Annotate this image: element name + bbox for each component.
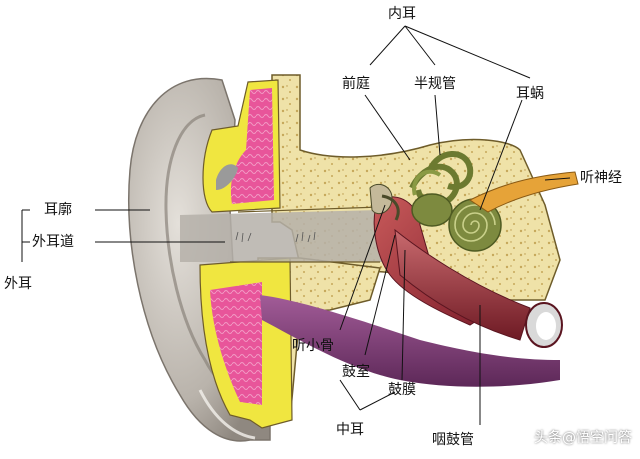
label-semicircular-canals: 半规管 [414, 76, 456, 92]
leader-lines [21, 25, 571, 425]
external-canal-shape [180, 210, 385, 262]
auditory-nerve-shape [469, 171, 579, 213]
label-ossicles: 听小骨 [292, 338, 334, 354]
label-eustachian-tube: 咽鼓管 [432, 432, 474, 448]
label-auditory-nerve: 听神经 [580, 170, 622, 186]
lower-soft-tissue [260, 295, 560, 387]
label-eardrum: 鼓膜 [388, 382, 416, 398]
watermark: 头条@悟空问答 [534, 430, 632, 446]
label-tympanic-cavity: 鼓室 [342, 364, 370, 380]
canal-upper-edge [237, 206, 381, 213]
label-cochlea: 耳蜗 [516, 86, 544, 102]
canal-hairs [235, 231, 316, 243]
label-external-canal: 外耳道 [32, 234, 74, 250]
upper-canal-wall [202, 79, 281, 213]
inner-ear-structures [409, 151, 579, 252]
label-outer-ear: 外耳 [4, 276, 32, 292]
label-middle-ear: 中耳 [336, 422, 364, 438]
label-inner-ear: 内耳 [388, 6, 416, 22]
label-auricle: 耳廓 [44, 202, 72, 218]
label-vestibule: 前庭 [342, 76, 370, 92]
